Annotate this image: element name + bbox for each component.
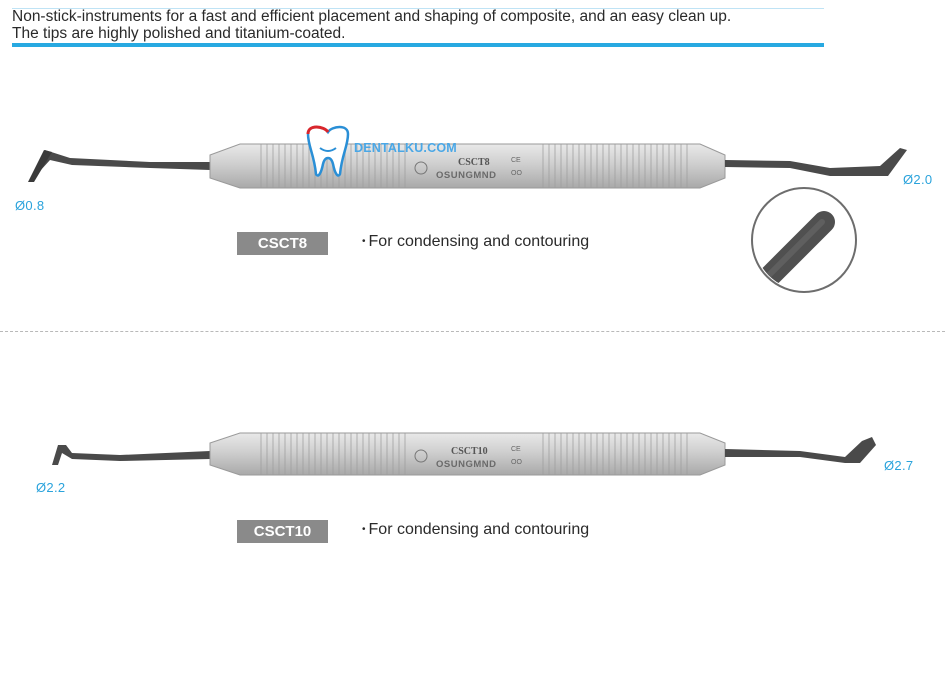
intro-line-2: The tips are highly polished and titaniu…: [12, 25, 346, 42]
handle-oo-csct10: OO: [511, 459, 522, 466]
handle-brand-csct10: OSUNGMND: [436, 459, 497, 470]
header-blue-rule: [12, 43, 824, 47]
handle-logo-icon: [414, 449, 428, 463]
diameter-right-csct10: Ø2.7: [884, 458, 914, 473]
diameter-right-csct8: Ø2.0: [903, 172, 933, 187]
bullet-icon: •: [362, 524, 366, 536]
description-text-csct8: For condensing and contouring: [368, 233, 590, 250]
dentalku-logo-icon: [306, 125, 350, 177]
instrument-csct10-image: [52, 432, 876, 476]
tip-detail-magnifier: [751, 187, 857, 293]
product-code-badge-csct8: CSCT8: [237, 232, 328, 255]
product-description-csct10: •For condensing and contouring: [362, 521, 589, 539]
intro-text: Non-stick-instruments for a fast and eff…: [12, 8, 824, 42]
product-code-badge-csct10: CSCT10: [237, 520, 328, 543]
diameter-left-csct10: Ø2.2: [36, 480, 66, 495]
handle-brand-csct8: OSUNGMND: [436, 170, 497, 181]
product-description-csct8: •For condensing and contouring: [362, 233, 589, 251]
section-divider: [0, 331, 945, 332]
intro-line-1: Non-stick-instruments for a fast and eff…: [12, 8, 732, 25]
watermark-text: DENTALKU.COM: [354, 141, 457, 155]
bullet-icon: •: [362, 236, 366, 248]
diameter-left-csct8: Ø0.8: [15, 198, 45, 213]
handle-ce-csct8: CE: [511, 157, 521, 164]
handle-code-csct10: CSCT10: [451, 446, 488, 457]
handle-oo-csct8: OO: [511, 170, 522, 177]
handle-ce-csct10: CE: [511, 446, 521, 453]
header-thin-rule: [12, 8, 824, 9]
description-text-csct10: For condensing and contouring: [368, 521, 590, 538]
handle-code-csct8: CSCT8: [458, 157, 490, 168]
handle-logo-icon: [414, 161, 428, 175]
